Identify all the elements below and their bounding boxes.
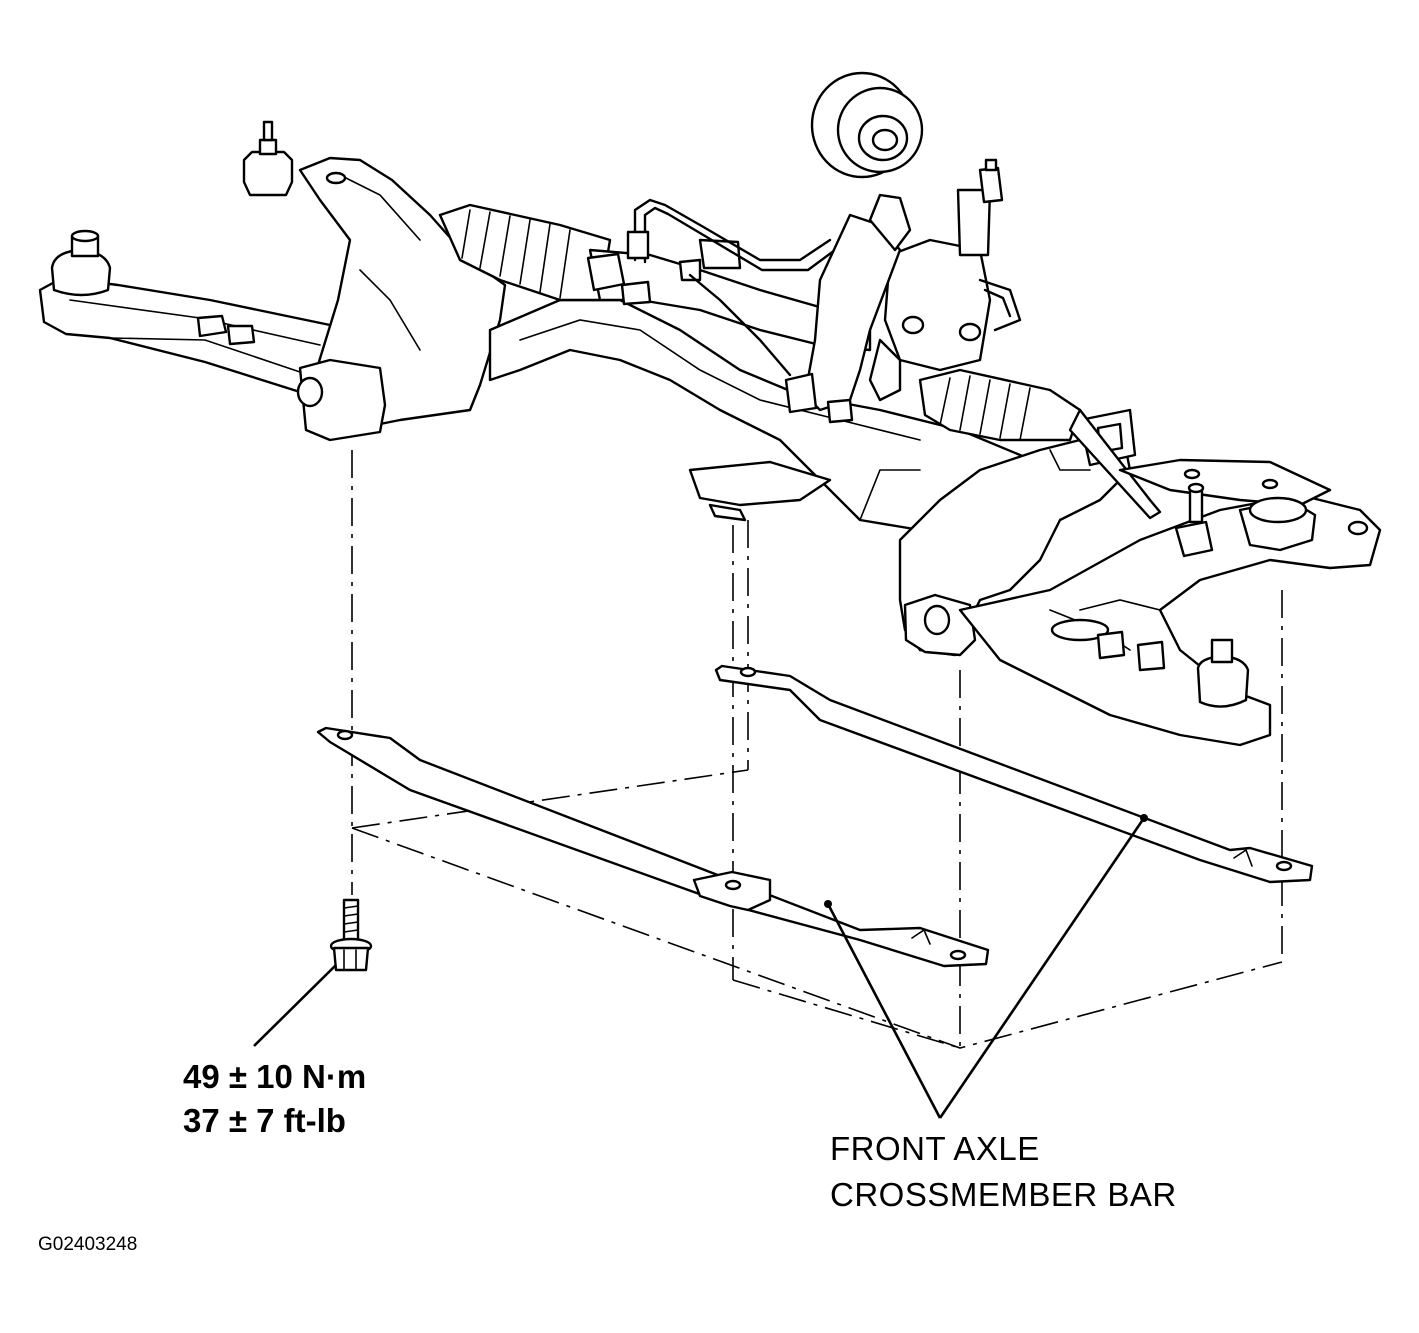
front-axle-crossmember-bar-rear (714, 664, 1314, 884)
mounting-bolt (329, 898, 373, 972)
right-control-arm (958, 458, 1382, 747)
leader-lines (253, 814, 1148, 1119)
figure-id: G02403248 (38, 1234, 138, 1255)
engine-mount-bracket (784, 71, 924, 424)
front-axle-crossmember-bar-front (316, 726, 990, 968)
torque-spec-metric: 49 ± 10 N·m (183, 1058, 367, 1095)
part-label-line-2: CROSSMEMBER BAR (830, 1176, 1177, 1213)
steering-rack (438, 158, 1162, 520)
torque-spec-imperial: 37 ± 7 ft-lb (183, 1102, 346, 1139)
left-upper-ball-joint (242, 120, 294, 197)
crossmember-body (296, 156, 1137, 657)
part-label-line-1: FRONT AXLE (830, 1130, 1040, 1167)
alignment-lines (351, 450, 1283, 1049)
